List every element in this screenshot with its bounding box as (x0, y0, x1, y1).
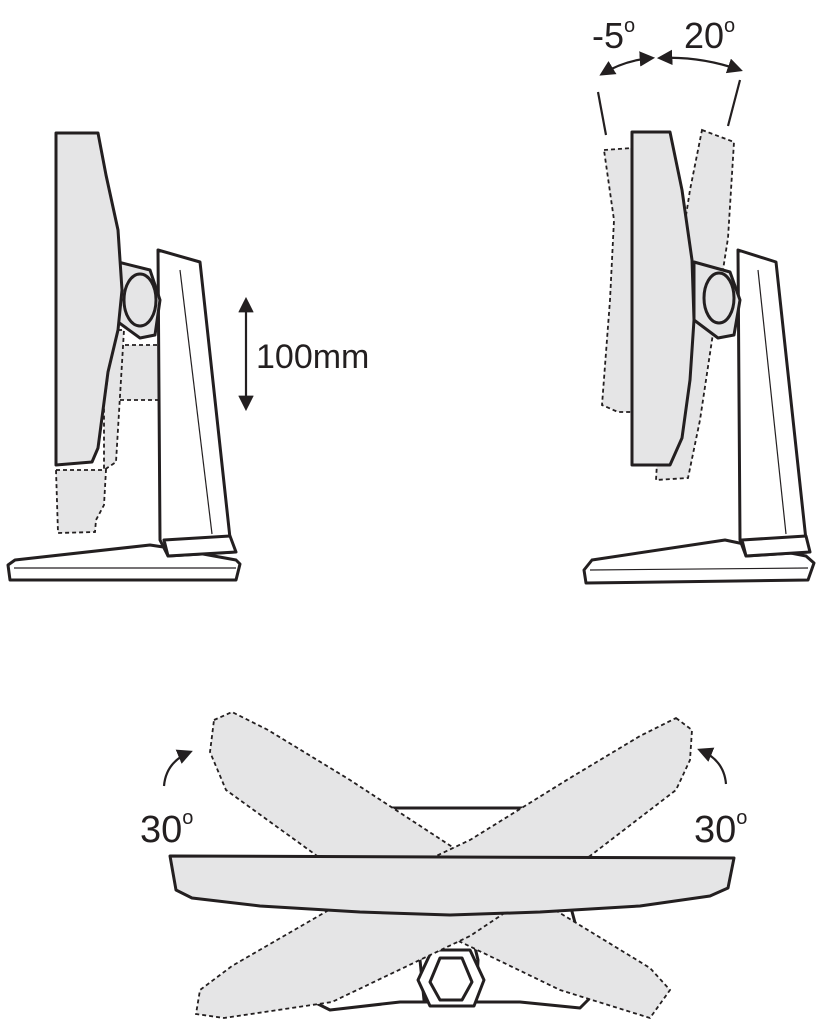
tilt-forward-label: -5o (592, 15, 635, 56)
lowered-monitor-ghost (55, 329, 161, 534)
swivel-view: 30o 30o (140, 711, 747, 1020)
monitor-panel-side (54, 131, 124, 467)
swivel-right-label: 30o (694, 807, 747, 851)
swivel-right-arrow (697, 747, 728, 785)
tilt-backward-arc (656, 49, 743, 74)
height-label: 100mm (256, 338, 369, 376)
tilt-backward-label: 20o (684, 15, 735, 56)
height-adjust-view: 100mm (6, 131, 369, 582)
tilt-forward-arc (599, 51, 656, 76)
swivel-left-arrow (162, 749, 193, 787)
tilt-forward-ghost (601, 147, 636, 413)
monitor-panel-side (630, 130, 696, 467)
monitor-stand (736, 248, 810, 558)
swivel-left-label: 30o (140, 807, 193, 851)
tilt-view: -5o 20o (582, 15, 816, 585)
monitor-panel-top (168, 854, 736, 917)
